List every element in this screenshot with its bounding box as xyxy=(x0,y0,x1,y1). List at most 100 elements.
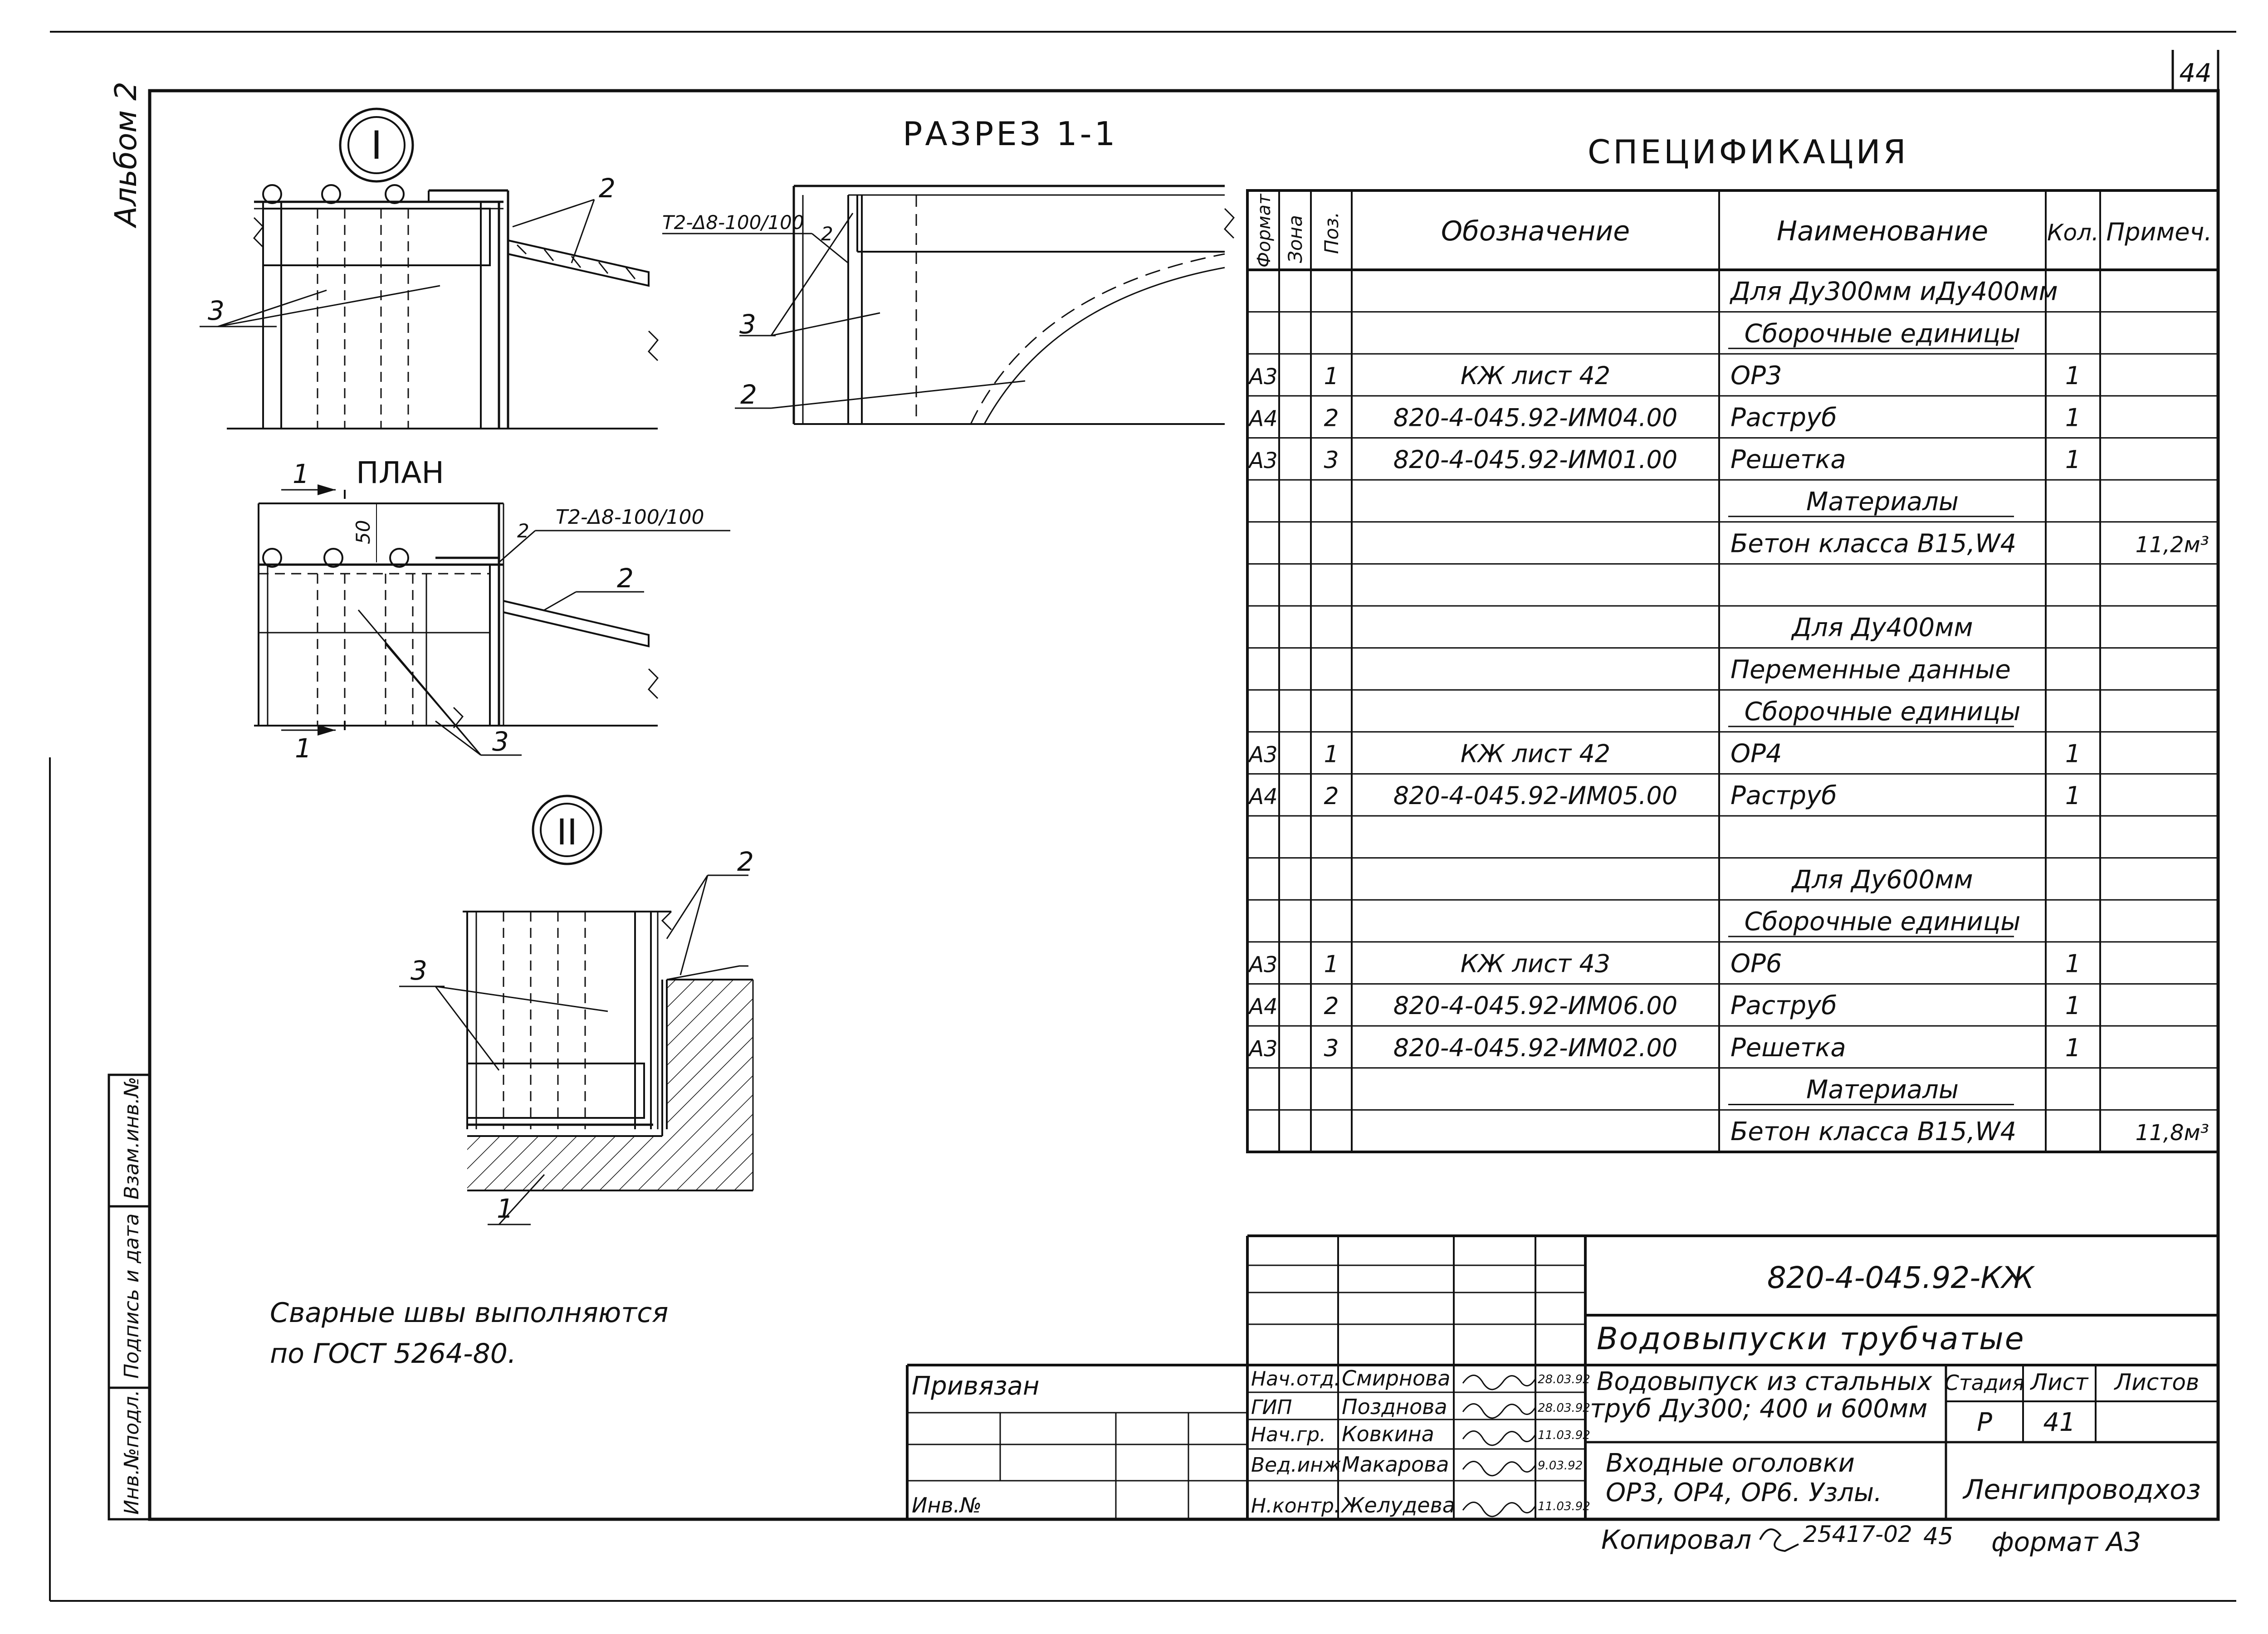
node-1-label: I xyxy=(371,123,382,168)
spec-row: Для Ду600мм xyxy=(1790,865,1973,894)
copy-sheet: 45 xyxy=(1923,1523,1953,1550)
sheet-value: 41 xyxy=(2043,1408,2075,1437)
signature-role: Нач.отд. xyxy=(1251,1367,1340,1390)
spec-cell-name: ОР6 xyxy=(1730,949,1782,979)
inv-label: Инв.№ xyxy=(912,1493,982,1517)
sheet-title-line-1: Водовыпуск из стальных xyxy=(1597,1367,1932,1396)
section-mark-pos: 2 xyxy=(821,223,833,245)
spec-cell-name: Сборочные единицы xyxy=(1745,907,2021,937)
spec-header-designation: Обозначение xyxy=(1441,215,1630,247)
spec-cell-format: А3 xyxy=(1247,1036,1277,1062)
spec-row: Для Ду300мм иДу400мм xyxy=(1729,277,2058,307)
spec-cell-designation: 820-4-045.92-ИМ04.00 xyxy=(1393,404,1677,432)
spec-cell-format: А4 xyxy=(1247,784,1277,810)
spec-cell-pos: 3 xyxy=(1324,447,1339,474)
spec-cell-name: Для Ду600мм xyxy=(1790,865,1973,894)
spec-cell-format: А3 xyxy=(1247,952,1277,978)
spec-header-format: Формат xyxy=(1254,193,1275,268)
spec-title: СПЕЦИФИКАЦИЯ xyxy=(1588,133,1909,171)
format-label: формат А3 xyxy=(1991,1527,2141,1557)
handwritten-signature-icon xyxy=(1462,1502,1536,1517)
handwritten-signature-icon xyxy=(1462,1375,1536,1390)
sheet-title-line-2: труб Ду300; 400 и 600мм xyxy=(1590,1394,1927,1424)
sheets-label: Листов xyxy=(2114,1369,2200,1395)
spec-cell-name: Бетон класса В15,W4 xyxy=(1730,529,2016,558)
spec-cell-designation: 820-4-045.92-ИМ06.00 xyxy=(1393,991,1677,1020)
node-1-callout-3: 3 xyxy=(208,295,225,326)
node-2-callout-3: 3 xyxy=(411,955,427,986)
plan-cut-label-bottom: 1 xyxy=(295,733,312,764)
signature-date: 28.03.92 xyxy=(1538,1401,1590,1415)
spec-cell-name: Переменные данные xyxy=(1730,655,2011,684)
spec-cell-pos: 1 xyxy=(1324,951,1339,978)
plan-callout-3: 3 xyxy=(492,726,509,757)
plan-cut-label-top: 1 xyxy=(293,458,309,489)
spec-header-qty: Кол. xyxy=(2047,219,2099,246)
spec-row: Материалы xyxy=(1728,487,2014,517)
spec-cell-name: Бетон класса В15,W4 xyxy=(1730,1117,2016,1146)
spec-cell-pos: 2 xyxy=(1324,405,1339,432)
plan-title: ПЛАН xyxy=(356,455,444,490)
plan-mark: Т2-Δ8-100/100 xyxy=(556,506,704,529)
attached-label: Привязан xyxy=(912,1371,1039,1401)
signature-date: 9.03.92 xyxy=(1538,1459,1583,1473)
drawing-title-line-1: Входные оголовки xyxy=(1606,1449,1855,1478)
plan-view: ПЛАН 1 1 50 Т2-Δ8-100/100 xyxy=(254,455,730,764)
spec-cell-designation: 820-4-045.92-ИМ01.00 xyxy=(1393,445,1677,474)
spec-row: А4 2 820-4-045.92-ИМ04.00 Раструб 1 xyxy=(1247,403,2081,433)
spec-cell-designation: КЖ лист 42 xyxy=(1461,361,1610,390)
section-title: РАЗРЕЗ 1-1 xyxy=(903,115,1118,153)
spec-cell-qty: 1 xyxy=(2065,739,2081,768)
side-stamp-sign-label: Подпись и дата xyxy=(120,1214,143,1379)
spec-cell-name: Решетка xyxy=(1730,1033,1846,1063)
stage-value: Р xyxy=(1977,1408,1992,1437)
copy-number: 25417-02 xyxy=(1803,1521,1912,1547)
spec-cell-qty: 1 xyxy=(2065,781,2081,810)
spec-cell-format: А4 xyxy=(1247,406,1277,432)
page-number-box: 44 xyxy=(2171,50,2219,91)
spec-cell-pos: 1 xyxy=(1324,741,1339,768)
spec-row: Для Ду400мм xyxy=(1790,613,1973,643)
spec-header-note: Примеч. xyxy=(2106,218,2212,246)
signature-role: Н.контр. xyxy=(1251,1494,1340,1517)
spec-row: Бетон класса В15,W4 11,8м³ xyxy=(1730,1117,2209,1146)
spec-cell-name: ОР3 xyxy=(1730,361,1782,390)
node-1-detail: I 2 3 xyxy=(200,107,659,429)
plan-dim: 50 xyxy=(352,520,374,544)
spec-cell-qty: 1 xyxy=(2065,404,2081,432)
sheet-label: Лист xyxy=(2030,1369,2089,1395)
handwritten-signature-icon xyxy=(1462,1461,1536,1477)
section-callout-3: 3 xyxy=(739,309,756,340)
spec-header-pos: Поз. xyxy=(1320,212,1343,254)
note-line-1: Сварные швы выполняются xyxy=(270,1297,668,1329)
spec-cell-pos: 1 xyxy=(1324,363,1339,390)
node-2-callout-1: 1 xyxy=(497,1193,513,1224)
spec-row: Сборочные единицы xyxy=(1728,697,2020,727)
spec-cell-name: ОР4 xyxy=(1730,739,1782,768)
spec-cell-designation: 820-4-045.92-ИМ02.00 xyxy=(1393,1034,1677,1062)
signature-role: ГИП xyxy=(1251,1396,1292,1419)
spec-row: Материалы xyxy=(1728,1075,2014,1105)
side-stamp-replace-label: Взам.инв.№ xyxy=(120,1077,143,1200)
section-mark: Т2-Δ8-100/100 xyxy=(662,211,804,234)
spec-cell-designation: КЖ лист 42 xyxy=(1461,739,1610,768)
spec-cell-name: Раструб xyxy=(1730,403,1837,433)
spec-row: Бетон класса В15,W4 11,2м³ xyxy=(1730,529,2209,558)
node-2-label: II xyxy=(557,812,577,853)
drawing-title-line-2: ОР3, ОР4, ОР6. Узлы. xyxy=(1606,1478,1882,1507)
spec-row: Сборочные единицы xyxy=(1728,319,2020,349)
doc-code: 820-4-045.92-КЖ xyxy=(1767,1260,2035,1295)
signature-name: Желудева xyxy=(1340,1493,1455,1517)
spec-cell-note: 11,8м³ xyxy=(2136,1120,2209,1146)
spec-cell-format: А3 xyxy=(1247,448,1277,473)
spec-cell-name: Материалы xyxy=(1806,487,1959,517)
spec-cell-pos: 2 xyxy=(1324,783,1339,810)
spec-cell-note: 11,2м³ xyxy=(2136,532,2209,557)
